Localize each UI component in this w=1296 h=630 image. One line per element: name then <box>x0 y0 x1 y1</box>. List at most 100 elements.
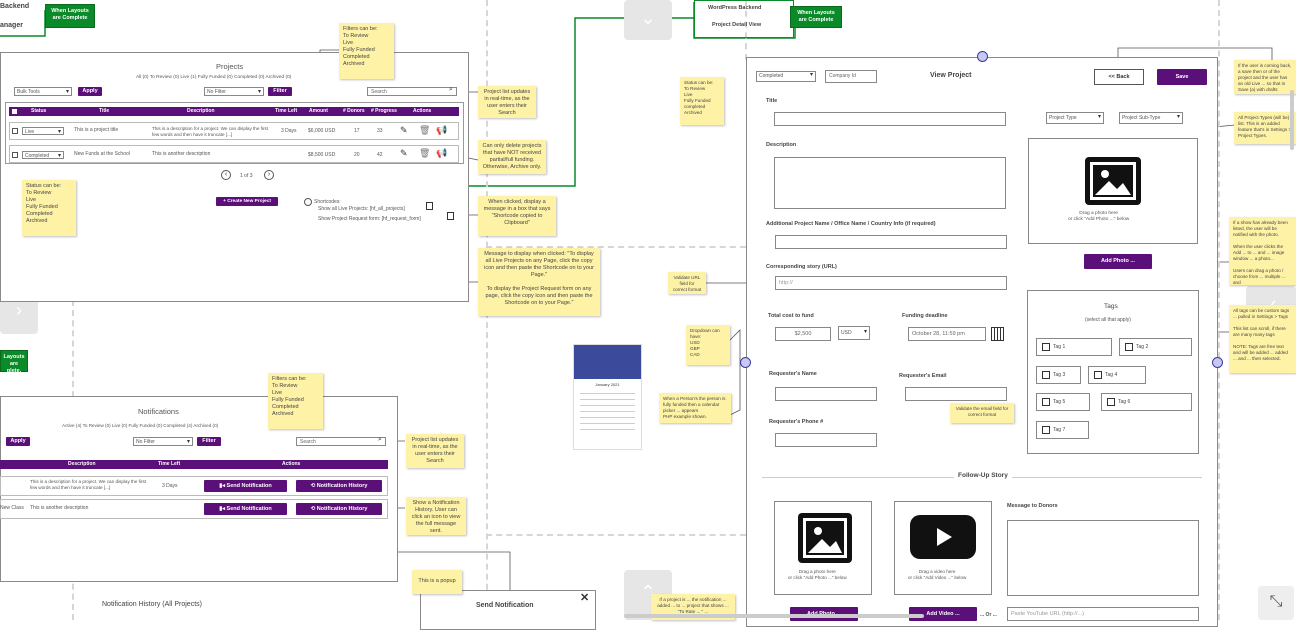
layouts-note-1: When Layouts are Complete <box>45 4 95 28</box>
requester-email-input[interactable] <box>905 387 1007 401</box>
megaphone-icon[interactable]: 📢 <box>436 125 448 135</box>
requester-email-label: Requester's Email <box>899 373 947 379</box>
send-notification-button[interactable]: ▮◂ Send Notification <box>204 480 287 492</box>
projects-apply-button[interactable]: Apply <box>78 87 102 96</box>
follow-up-video-drop[interactable] <box>894 501 992 595</box>
follow-up-photo-drop[interactable] <box>774 501 872 595</box>
calendar-icon[interactable] <box>991 327 1004 341</box>
deadline-input[interactable]: October 28, 11:59 pm <box>908 327 986 341</box>
project-status-select[interactable]: Completed <box>756 71 816 82</box>
or-text: ... Or ... <box>980 612 997 618</box>
projects-filter-button[interactable]: Filter <box>268 87 292 96</box>
project-type-select[interactable]: Project Type <box>1046 112 1104 124</box>
row-title: This is a project title <box>74 127 119 133</box>
company-id-field[interactable]: Company Id <box>825 70 877 83</box>
col-title: Title <box>99 108 110 114</box>
col-amount: Amount <box>309 108 328 114</box>
fullscreen-button[interactable]: ⤡ <box>1258 586 1294 620</box>
nav-tile-down[interactable]: ⌄ <box>624 0 672 40</box>
photo-drop-zone[interactable] <box>1028 138 1198 244</box>
drag-photo-text-2: Drag a photo here or click "Add Photo ..… <box>788 569 847 580</box>
tag-checkbox[interactable]: Tag 5 <box>1036 393 1090 411</box>
notif-search-input[interactable]: Search <box>296 437 386 446</box>
project-subtype-select[interactable]: Project Sub-Type <box>1119 112 1183 124</box>
edit-icon[interactable]: ✎ <box>400 125 408 135</box>
connector-handle-top[interactable] <box>977 51 988 62</box>
delete-icon[interactable]: 🗑 <box>419 148 431 158</box>
col-status: Status <box>31 108 47 114</box>
tag-checkbox[interactable]: Tag 6 <box>1101 393 1192 411</box>
requester-phone-input[interactable] <box>775 433 877 447</box>
projects-search-input[interactable]: Search <box>367 87 457 96</box>
create-project-button[interactable]: + Create New Project <box>216 197 278 206</box>
message-donors-textarea[interactable] <box>1007 520 1199 596</box>
bulk-tools-select[interactable]: Bulk Tools <box>14 87 72 96</box>
copy-icon[interactable] <box>447 212 454 220</box>
row-checkbox[interactable] <box>12 152 18 158</box>
additional-info-label: Additional Project Name / Office Name / … <box>766 221 936 227</box>
notif-row-time: 3 Days <box>162 483 178 489</box>
wp-header-line2: Project Detail View <box>712 22 762 28</box>
prev-page-icon[interactable]: ‹ <box>221 170 231 180</box>
copy-icon[interactable] <box>426 202 433 210</box>
edit-icon[interactable]: ✎ <box>400 148 408 158</box>
row-checkbox[interactable] <box>12 128 18 134</box>
connector-handle-right[interactable] <box>1212 357 1223 368</box>
notif-row-desc: This is a description for a project. We … <box>30 479 147 490</box>
next-page-icon[interactable]: › <box>264 170 274 180</box>
header-checkbox[interactable] <box>12 109 17 114</box>
connector-currency <box>729 329 741 416</box>
tag-checkbox[interactable]: Tag 1 <box>1036 338 1112 356</box>
notifications-table-header: Description Time Left Actions <box>0 460 388 469</box>
table-row[interactable] <box>9 122 459 140</box>
add-video-button[interactable]: Add Video ... <box>909 607 977 621</box>
projects-table-box <box>5 102 464 164</box>
row-status-select[interactable]: Live <box>22 127 64 135</box>
notif-filter-button[interactable]: Filter <box>197 437 221 446</box>
table-row[interactable] <box>9 145 459 163</box>
sticky-when-clicked: When clicked, display a message in a box… <box>478 196 556 236</box>
scrollbar-right[interactable] <box>1290 90 1294 150</box>
scrollbar-bottom[interactable] <box>624 614 924 618</box>
calendar-picker[interactable]: January 2021 <box>573 344 642 450</box>
send-notification-button[interactable]: ▮◂ Send Notification <box>204 503 287 515</box>
tag-checkbox[interactable]: Tag 3 <box>1036 366 1081 384</box>
close-icon[interactable]: ✕ <box>580 592 590 604</box>
separator-h2 <box>486 534 746 536</box>
currency-select[interactable]: USD <box>838 326 870 340</box>
notification-history-button[interactable]: ⟲ Notification History <box>296 480 382 492</box>
tag-checkbox[interactable]: Tag 4 <box>1088 366 1146 384</box>
additional-info-input[interactable] <box>775 235 1007 249</box>
separator-v4 <box>1218 0 1220 620</box>
cost-input[interactable]: $2,500 <box>775 327 831 341</box>
title-input[interactable] <box>774 112 1006 126</box>
back-button[interactable]: << Back <box>1094 69 1144 85</box>
tag-checkbox[interactable]: Tag 2 <box>1119 338 1192 356</box>
row-status-select[interactable]: Completed <box>22 151 64 159</box>
delete-icon[interactable]: 🗑 <box>419 125 431 135</box>
sticky-dropdown-has: Dropdown can have: USD GBP CAD <box>686 325 730 365</box>
description-textarea[interactable] <box>774 157 1006 209</box>
notif-filter-select[interactable]: No Filter <box>133 437 193 446</box>
add-photo-button[interactable]: Add Photo ... <box>1084 254 1152 269</box>
table-row[interactable] <box>0 499 388 519</box>
layouts-note-left: Layouts are plete. <box>0 350 28 374</box>
notification-history-button[interactable]: ⟲ Notification History <box>296 503 382 515</box>
table-row[interactable] <box>0 476 388 496</box>
projects-filter-links[interactable]: All (0) To Review (0) Live (1) Fully Fun… <box>136 75 292 80</box>
youtube-url-input[interactable]: Paste YouTube URL (http://...) <box>1007 607 1199 621</box>
tag-checkbox[interactable]: Tag 7 <box>1036 421 1089 439</box>
notif-apply-button[interactable]: Apply <box>6 437 30 446</box>
notif-row-name: New Class <box>0 505 24 511</box>
play-glyph <box>937 528 952 546</box>
story-url-input[interactable]: http:// <box>775 276 1007 290</box>
backend-title-2: anager <box>0 22 23 29</box>
save-button[interactable]: Save <box>1157 69 1207 85</box>
sticky-delete-projects: Can only delete projects that have NOT r… <box>478 140 546 174</box>
requester-name-input[interactable] <box>775 387 877 401</box>
connector-handle-left[interactable] <box>740 357 751 368</box>
megaphone-icon[interactable]: 📢 <box>436 148 448 158</box>
projects-filter-select[interactable]: No Filter <box>204 87 264 96</box>
col-description: Description <box>68 461 96 467</box>
notification-filter-links[interactable]: Active (4) To Review (0) Live (0) Fully … <box>62 423 219 428</box>
